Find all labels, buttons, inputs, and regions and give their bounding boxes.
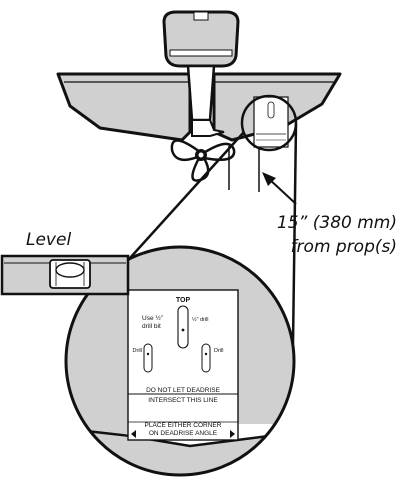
outboard-motor bbox=[162, 10, 240, 137]
magnified-detail-border bbox=[64, 245, 296, 477]
template-left-hole bbox=[146, 352, 150, 356]
distance-label-line1: 15” (380 mm) bbox=[277, 213, 397, 233]
template-right-hole bbox=[204, 352, 208, 356]
template-use-bit-line1: Use ½” bbox=[142, 314, 163, 322]
template-slot-b-label: Drill bbox=[133, 348, 142, 354]
template-corner-line2: ON DEADRISE ANGLE bbox=[149, 430, 218, 437]
detail-hull-edge bbox=[66, 426, 294, 448]
prop-blade-3 bbox=[191, 156, 210, 182]
prop-hub-cap bbox=[198, 152, 204, 158]
prop-blade-1 bbox=[170, 139, 202, 162]
propeller bbox=[170, 139, 236, 182]
template-center-hole bbox=[181, 328, 185, 332]
small-template bbox=[253, 96, 289, 148]
detail-template: TOP Use ½” drill bit ½” drill Drill Dril… bbox=[127, 289, 239, 441]
motor-logo-tab bbox=[193, 11, 209, 21]
template-left-slot bbox=[143, 343, 153, 373]
bubble-level bbox=[0, 254, 130, 296]
distance-arrow bbox=[262, 172, 297, 205]
zoom-source-circle bbox=[240, 94, 298, 152]
template-slot-c-label: Drill bbox=[214, 348, 223, 354]
motor-shaft bbox=[186, 64, 216, 122]
template-use-bit-line2: drill bit bbox=[142, 323, 161, 330]
template-corner-arrow-left bbox=[131, 430, 136, 438]
zoom-connector-right bbox=[291, 123, 298, 345]
motor-skeg bbox=[191, 119, 225, 137]
distance-arrow-shaft bbox=[267, 177, 297, 205]
hull-left-wing bbox=[56, 72, 192, 142]
template-corner-line1: PLACE EITHER CORNER bbox=[145, 422, 222, 429]
template-warning-line2: INTERSECT THIS LINE bbox=[148, 397, 218, 404]
template-warning-line1: DO NOT LET DEADRISE bbox=[146, 387, 220, 394]
zoom-connector-left bbox=[129, 131, 245, 259]
template-right-slot bbox=[201, 343, 211, 373]
motor-cowling-band bbox=[169, 49, 233, 57]
template-center-slot bbox=[177, 305, 189, 349]
small-template-slot bbox=[267, 101, 275, 119]
level-label: Level bbox=[26, 230, 71, 250]
distance-arrow-head bbox=[262, 172, 276, 186]
level-bubble bbox=[55, 262, 85, 278]
template-corner-arrow-right bbox=[230, 430, 235, 438]
prop-blade-2 bbox=[200, 142, 236, 161]
template-slot-a-label: ½” drill bbox=[192, 316, 209, 323]
distance-label-line2: from prop(s) bbox=[291, 237, 397, 257]
template-top-label: TOP bbox=[176, 297, 191, 304]
